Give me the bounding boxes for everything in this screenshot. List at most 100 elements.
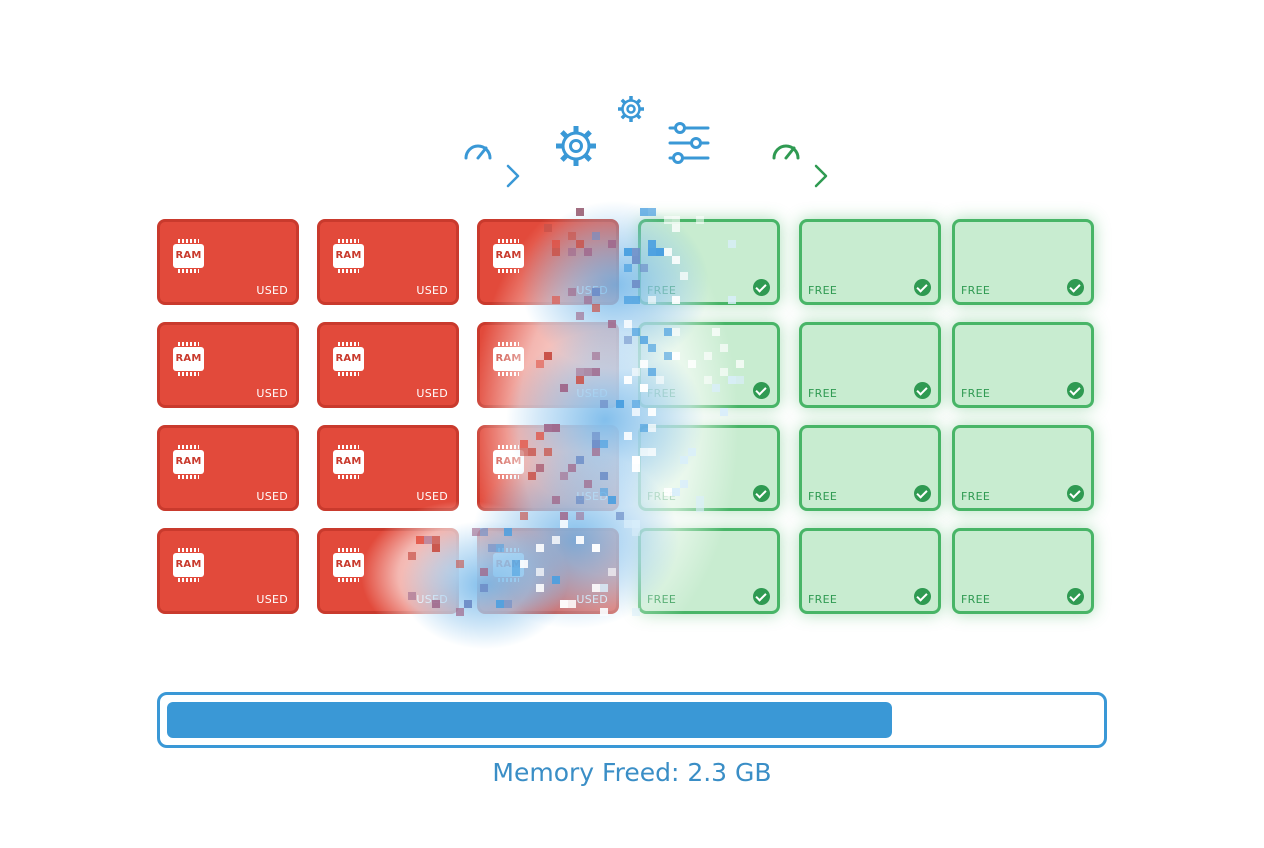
dissolve-pixel: [624, 264, 632, 272]
gear-small-icon: [618, 96, 644, 122]
free-label: FREE: [647, 284, 677, 297]
memory-block-free: FREE: [799, 219, 941, 305]
dissolve-pixel: [624, 336, 632, 344]
dissolve-pixel: [616, 512, 624, 520]
check-icon: [753, 382, 770, 399]
used-label: USED: [416, 284, 448, 297]
free-label: FREE: [808, 593, 838, 606]
memory-block-used: RAM USED: [477, 322, 619, 408]
dissolve-pixel: [720, 408, 728, 416]
free-label: FREE: [808, 387, 838, 400]
dissolve-pixel: [624, 432, 632, 440]
free-label: FREE: [647, 490, 677, 503]
check-icon: [1067, 588, 1084, 605]
free-label: FREE: [961, 593, 991, 606]
memory-block-free: FREE: [638, 219, 780, 305]
dissolve-pixel: [520, 512, 528, 520]
memory-block-free: FREE: [952, 322, 1094, 408]
memory-block-used: RAM USED: [317, 219, 459, 305]
used-label: USED: [576, 284, 608, 297]
memory-progress-bar: [157, 692, 1107, 748]
dissolve-pixel: [648, 408, 656, 416]
ram-chip-icon: RAM: [493, 342, 524, 376]
dissolve-pixel: [624, 296, 632, 304]
ram-chip-icon: RAM: [173, 445, 204, 479]
memory-block-free: FREE: [952, 425, 1094, 511]
dissolve-pixel: [464, 600, 472, 608]
memory-block-used: RAM USED: [157, 425, 299, 511]
memory-block-used: RAM USED: [317, 528, 459, 614]
memory-block-free: FREE: [638, 322, 780, 408]
used-label: USED: [256, 284, 288, 297]
free-label: FREE: [647, 593, 677, 606]
ram-chip-icon: RAM: [493, 239, 524, 273]
gear-icon: [556, 126, 596, 166]
memory-block-used: RAM USED: [477, 528, 619, 614]
check-icon: [1067, 485, 1084, 502]
speedometer-icon: [772, 144, 800, 160]
used-label: USED: [256, 490, 288, 503]
ram-chip-icon: RAM: [333, 548, 364, 582]
memory-block-free: FREE: [799, 528, 941, 614]
ram-chip-icon: RAM: [173, 239, 204, 273]
memory-block-used: RAM USED: [157, 219, 299, 305]
dissolve-pixel: [560, 512, 568, 520]
dissolve-pixel: [624, 248, 632, 256]
free-label: FREE: [961, 284, 991, 297]
used-label: USED: [576, 490, 608, 503]
dissolve-pixel: [648, 208, 656, 216]
memory-block-free: FREE: [952, 219, 1094, 305]
memory-block-used: RAM USED: [157, 322, 299, 408]
dissolve-pixel: [624, 376, 632, 384]
free-label: FREE: [808, 490, 838, 503]
dissolve-pixel: [560, 520, 568, 528]
free-label: FREE: [808, 284, 838, 297]
arrow-right-icon: [438, 164, 520, 188]
ram-chip-icon: RAM: [493, 548, 524, 582]
check-icon: [1067, 279, 1084, 296]
dissolve-pixel: [632, 408, 640, 416]
check-icon: [914, 382, 931, 399]
memory-block-used: RAM USED: [477, 425, 619, 511]
ram-chip-icon: RAM: [173, 548, 204, 582]
progress-fill: [167, 702, 892, 738]
ram-chip-icon: RAM: [333, 239, 364, 273]
memory-block-free: FREE: [952, 528, 1094, 614]
check-icon: [1067, 382, 1084, 399]
dissolve-pixel: [640, 208, 648, 216]
dissolve-pixel: [624, 520, 632, 528]
check-icon: [753, 588, 770, 605]
used-label: USED: [256, 387, 288, 400]
sliders-icon: [668, 122, 710, 164]
used-label: USED: [416, 593, 448, 606]
memory-block-free: FREE: [799, 322, 941, 408]
memory-block-used: RAM USED: [157, 528, 299, 614]
check-icon: [753, 485, 770, 502]
memory-block-free: FREE: [799, 425, 941, 511]
ram-chip-icon: RAM: [173, 342, 204, 376]
dissolve-pixel: [632, 520, 640, 528]
free-label: FREE: [961, 387, 991, 400]
arrow-right-icon: [746, 164, 828, 188]
memory-block-used: RAM USED: [317, 425, 459, 511]
memory-block-free: FREE: [638, 425, 780, 511]
check-icon: [914, 588, 931, 605]
ram-chip-icon: RAM: [333, 445, 364, 479]
memory-block-free: FREE: [638, 528, 780, 614]
ram-chip-icon: RAM: [333, 342, 364, 376]
dissolve-pixel: [576, 312, 584, 320]
used-label: USED: [256, 593, 288, 606]
ram-chip-icon: RAM: [493, 445, 524, 479]
dissolve-pixel: [592, 304, 600, 312]
used-label: USED: [576, 593, 608, 606]
used-label: USED: [416, 490, 448, 503]
dissolve-pixel: [576, 512, 584, 520]
speedometer-icon: [464, 144, 492, 160]
memory-block-used: RAM USED: [477, 219, 619, 305]
check-icon: [914, 485, 931, 502]
check-icon: [753, 279, 770, 296]
used-label: USED: [576, 387, 608, 400]
dissolve-pixel: [576, 208, 584, 216]
